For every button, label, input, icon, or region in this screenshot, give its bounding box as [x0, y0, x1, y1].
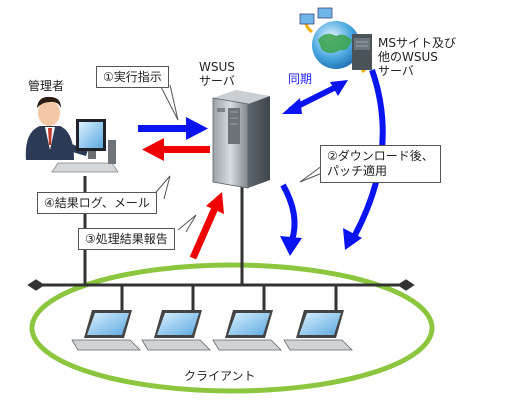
download-arrow-wsus	[280, 183, 302, 256]
laptop-icon	[71, 310, 141, 351]
ms-server-label: MSサイト及び 他のWSUS サーバ	[378, 36, 456, 78]
clients-label: クライアント	[184, 369, 256, 383]
laptop-icon	[283, 310, 353, 351]
globe-server-icon	[299, 7, 372, 74]
exec-arrow	[138, 117, 208, 140]
report-arrow	[189, 192, 224, 260]
report-callout: ③処理結果報告	[78, 228, 175, 250]
laptop-icon	[141, 310, 211, 351]
exec-callout: ①実行指示	[96, 66, 169, 88]
client-group-ellipse	[29, 262, 435, 394]
laptop-icon	[212, 310, 282, 351]
wsus-label: WSUS サーバ	[199, 60, 235, 88]
download-callout: ②ダウンロード後、 パッチ適用	[320, 145, 441, 183]
log-mail-callout: ④結果ログ、メール	[37, 192, 157, 214]
sync-arrow	[282, 80, 348, 114]
network-bus	[27, 176, 415, 312]
tower-server-icon	[212, 90, 270, 189]
admin-person-icon	[25, 96, 119, 173]
admin-label: 管理者	[28, 79, 65, 93]
sync-label: 同期	[288, 72, 313, 86]
log-mail-arrow	[142, 138, 210, 161]
